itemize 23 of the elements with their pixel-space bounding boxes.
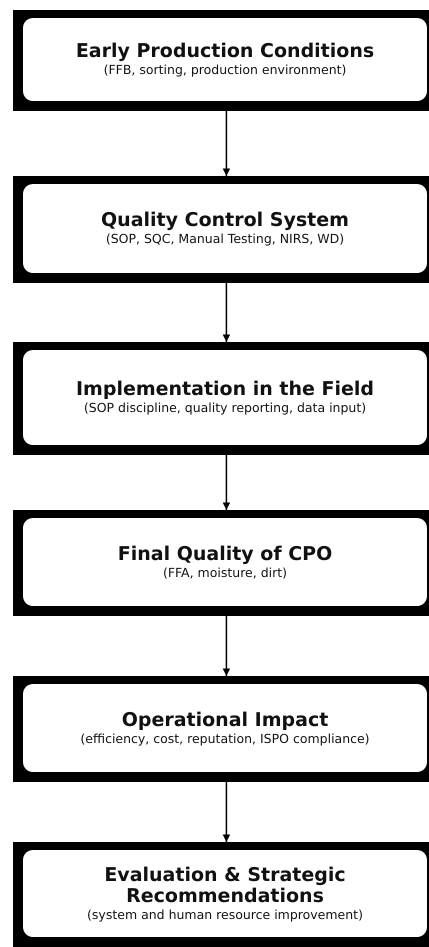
- box-subtitle: (efficiency, cost, reputation, ISPO compliance): [80, 730, 370, 746]
- box-title: Operational Impact: [122, 710, 328, 730]
- box-title: Early Production Conditions: [76, 41, 374, 62]
- box-title: Implementation in the Field: [76, 379, 374, 400]
- arrow: [222, 616, 230, 676]
- arrow: [222, 283, 230, 342]
- process-box: [13, 342, 429, 455]
- box-subtitle: (FFA, moisture, dirt): [162, 564, 288, 580]
- process-box: [13, 510, 429, 616]
- box-title: Final Quality of CPO: [118, 544, 332, 564]
- box-title: Quality Control System: [101, 210, 349, 231]
- arrow: [222, 111, 230, 176]
- box-subtitle: (SOP discipline, quality reporting, data input): [84, 400, 366, 416]
- arrow: [222, 455, 230, 510]
- process-box: [13, 10, 429, 111]
- process-box: [13, 676, 429, 782]
- box-subtitle: (FFB, sorting, production environment): [104, 62, 346, 78]
- box-title: Evaluation & Strategic Recommendations: [103, 864, 347, 906]
- box-subtitle: (system and human resource improvement): [87, 906, 363, 922]
- process-box: [13, 176, 429, 283]
- box-subtitle: (SOP, SQC, Manual Testing, NIRS, WD): [106, 231, 344, 247]
- arrow: [222, 782, 230, 842]
- process-box: [13, 842, 429, 947]
